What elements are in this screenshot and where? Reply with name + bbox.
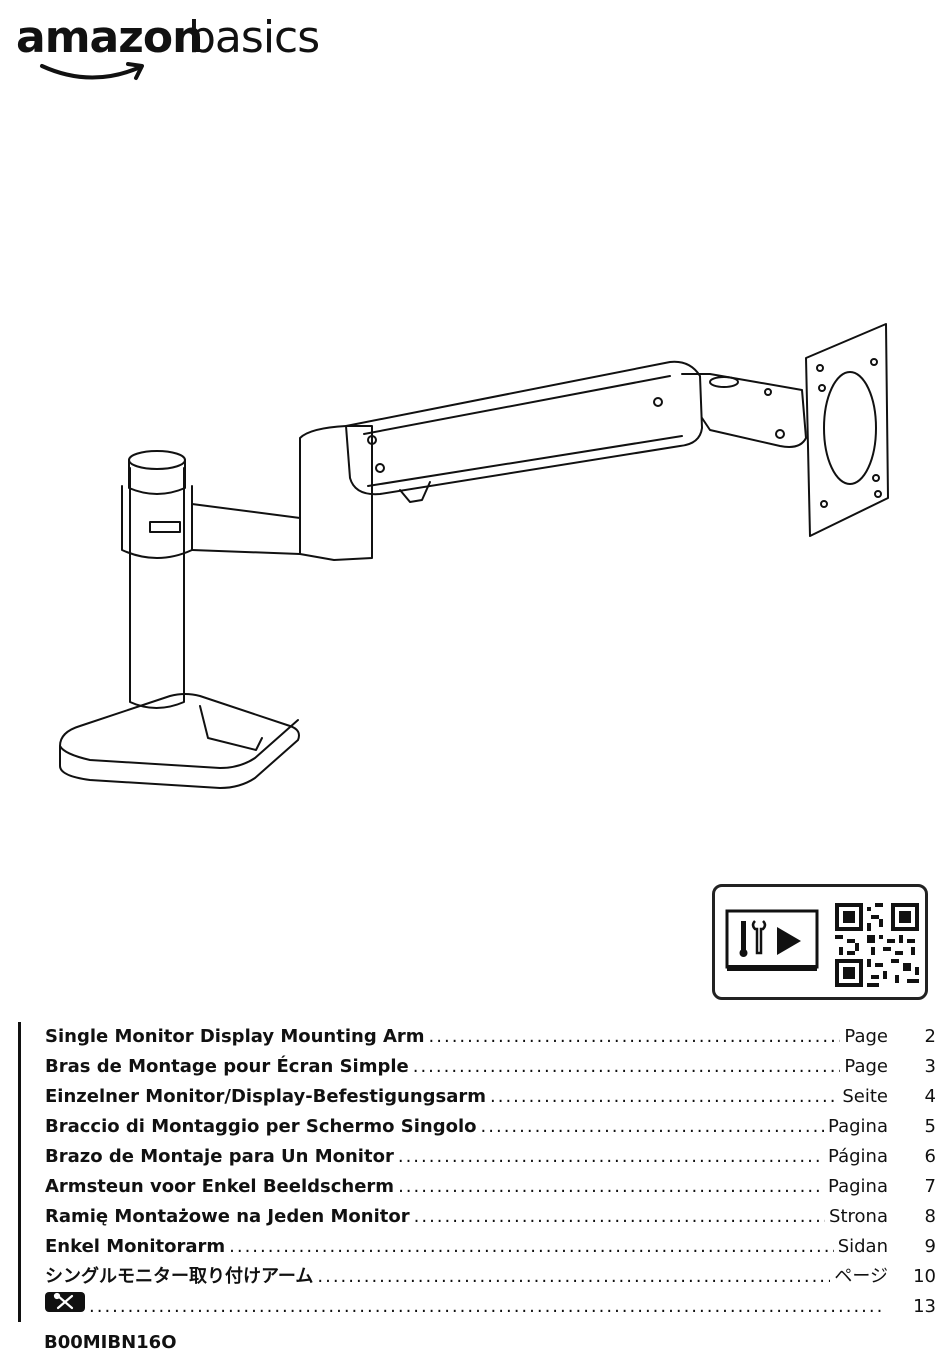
toc-leader-dots xyxy=(429,1022,841,1052)
toc-page-number: 3 xyxy=(924,1056,936,1077)
toc-page-label: Sidan xyxy=(837,1236,888,1257)
brand-product-line: basics xyxy=(188,12,320,63)
toc-row: 13 xyxy=(45,1292,936,1322)
tools-icon xyxy=(45,1292,85,1312)
toc-title: Bras de Montage pour Écran Simple xyxy=(45,1056,409,1077)
toc-page-label: Strona xyxy=(829,1206,888,1227)
toc-row: Bras de Montage pour Écran Simple Page 3 xyxy=(45,1052,936,1082)
toc-row: Einzelner Monitor/Display-Befestigungsar… xyxy=(45,1082,936,1112)
toc-title: Single Monitor Display Mounting Arm xyxy=(45,1026,425,1047)
toc-page-number: 4 xyxy=(924,1086,936,1107)
toc-page-number: 13 xyxy=(913,1296,936,1317)
toc-page-number: 9 xyxy=(924,1236,936,1257)
monitor-arm-illustration xyxy=(59,323,889,789)
qr-code xyxy=(835,903,919,987)
toc-title: Braccio di Montaggio per Schermo Singolo xyxy=(45,1116,477,1137)
toc-page-label: ページ xyxy=(834,1266,888,1287)
toc-page-number: 8 xyxy=(924,1206,936,1227)
toc-title: Armsteun voor Enkel Beeldscherm xyxy=(45,1176,395,1197)
toc-row: Brazo de Montaje para Un Monitor Página … xyxy=(45,1142,936,1172)
toc-row: Ramię Montażowe na Jeden Monitor Strona … xyxy=(45,1202,936,1232)
toc-leader-dots xyxy=(229,1232,834,1262)
toc-page-number: 6 xyxy=(924,1146,936,1167)
toc-leader-dots xyxy=(490,1082,838,1112)
model-number: B00MIBN16O xyxy=(44,1332,177,1353)
toc-title: Brazo de Montaje para Un Monitor xyxy=(45,1146,394,1167)
smile-arrow-icon xyxy=(40,62,144,80)
toc-leader-dots xyxy=(414,1202,825,1232)
video-qr-box xyxy=(712,884,928,1000)
toc-page-number: 10 xyxy=(913,1266,936,1287)
toc-leader-dots xyxy=(481,1112,825,1142)
toc-leader-dots xyxy=(398,1142,824,1172)
toc-leader-dots xyxy=(317,1262,830,1292)
toc-leader-dots xyxy=(89,1292,884,1322)
toc-row: シングルモニター取り付けアーム ページ 10 xyxy=(45,1262,936,1292)
brand-name: amazon xyxy=(16,12,203,63)
toc-title: Einzelner Monitor/Display-Befestigungsar… xyxy=(45,1086,487,1107)
toc-page-label: Pagina xyxy=(828,1116,888,1137)
table-of-contents: Single Monitor Display Mounting Arm Page… xyxy=(18,1022,936,1322)
toc-row: Enkel Monitorarm Sidan 9 xyxy=(45,1232,936,1262)
toc-row: Armsteun voor Enkel Beeldscherm Pagina 7 xyxy=(45,1172,936,1202)
toc-title: Enkel Monitorarm xyxy=(45,1236,226,1257)
toc-leader-dots xyxy=(413,1052,841,1082)
toc-title: シングルモニター取り付けアーム xyxy=(45,1266,314,1287)
toc-row: Braccio di Montaggio per Schermo Singolo… xyxy=(45,1112,936,1142)
toc-page-label: Page xyxy=(844,1026,888,1047)
toc-title: Ramię Montażowe na Jeden Monitor xyxy=(45,1206,410,1227)
toc-page-number: 7 xyxy=(924,1176,936,1197)
toc-leader-dots xyxy=(398,1172,824,1202)
toc-page-number: 2 xyxy=(924,1026,936,1047)
video-tutorial-icon xyxy=(725,909,819,971)
toc-page-number: 5 xyxy=(924,1116,936,1137)
toc-page-label: Seite xyxy=(842,1086,888,1107)
toc-row: Single Monitor Display Mounting Arm Page… xyxy=(45,1022,936,1052)
toc-page-label: Page xyxy=(844,1056,888,1077)
toc-page-label: Pagina xyxy=(828,1176,888,1197)
toc-page-label: Página xyxy=(828,1146,888,1167)
